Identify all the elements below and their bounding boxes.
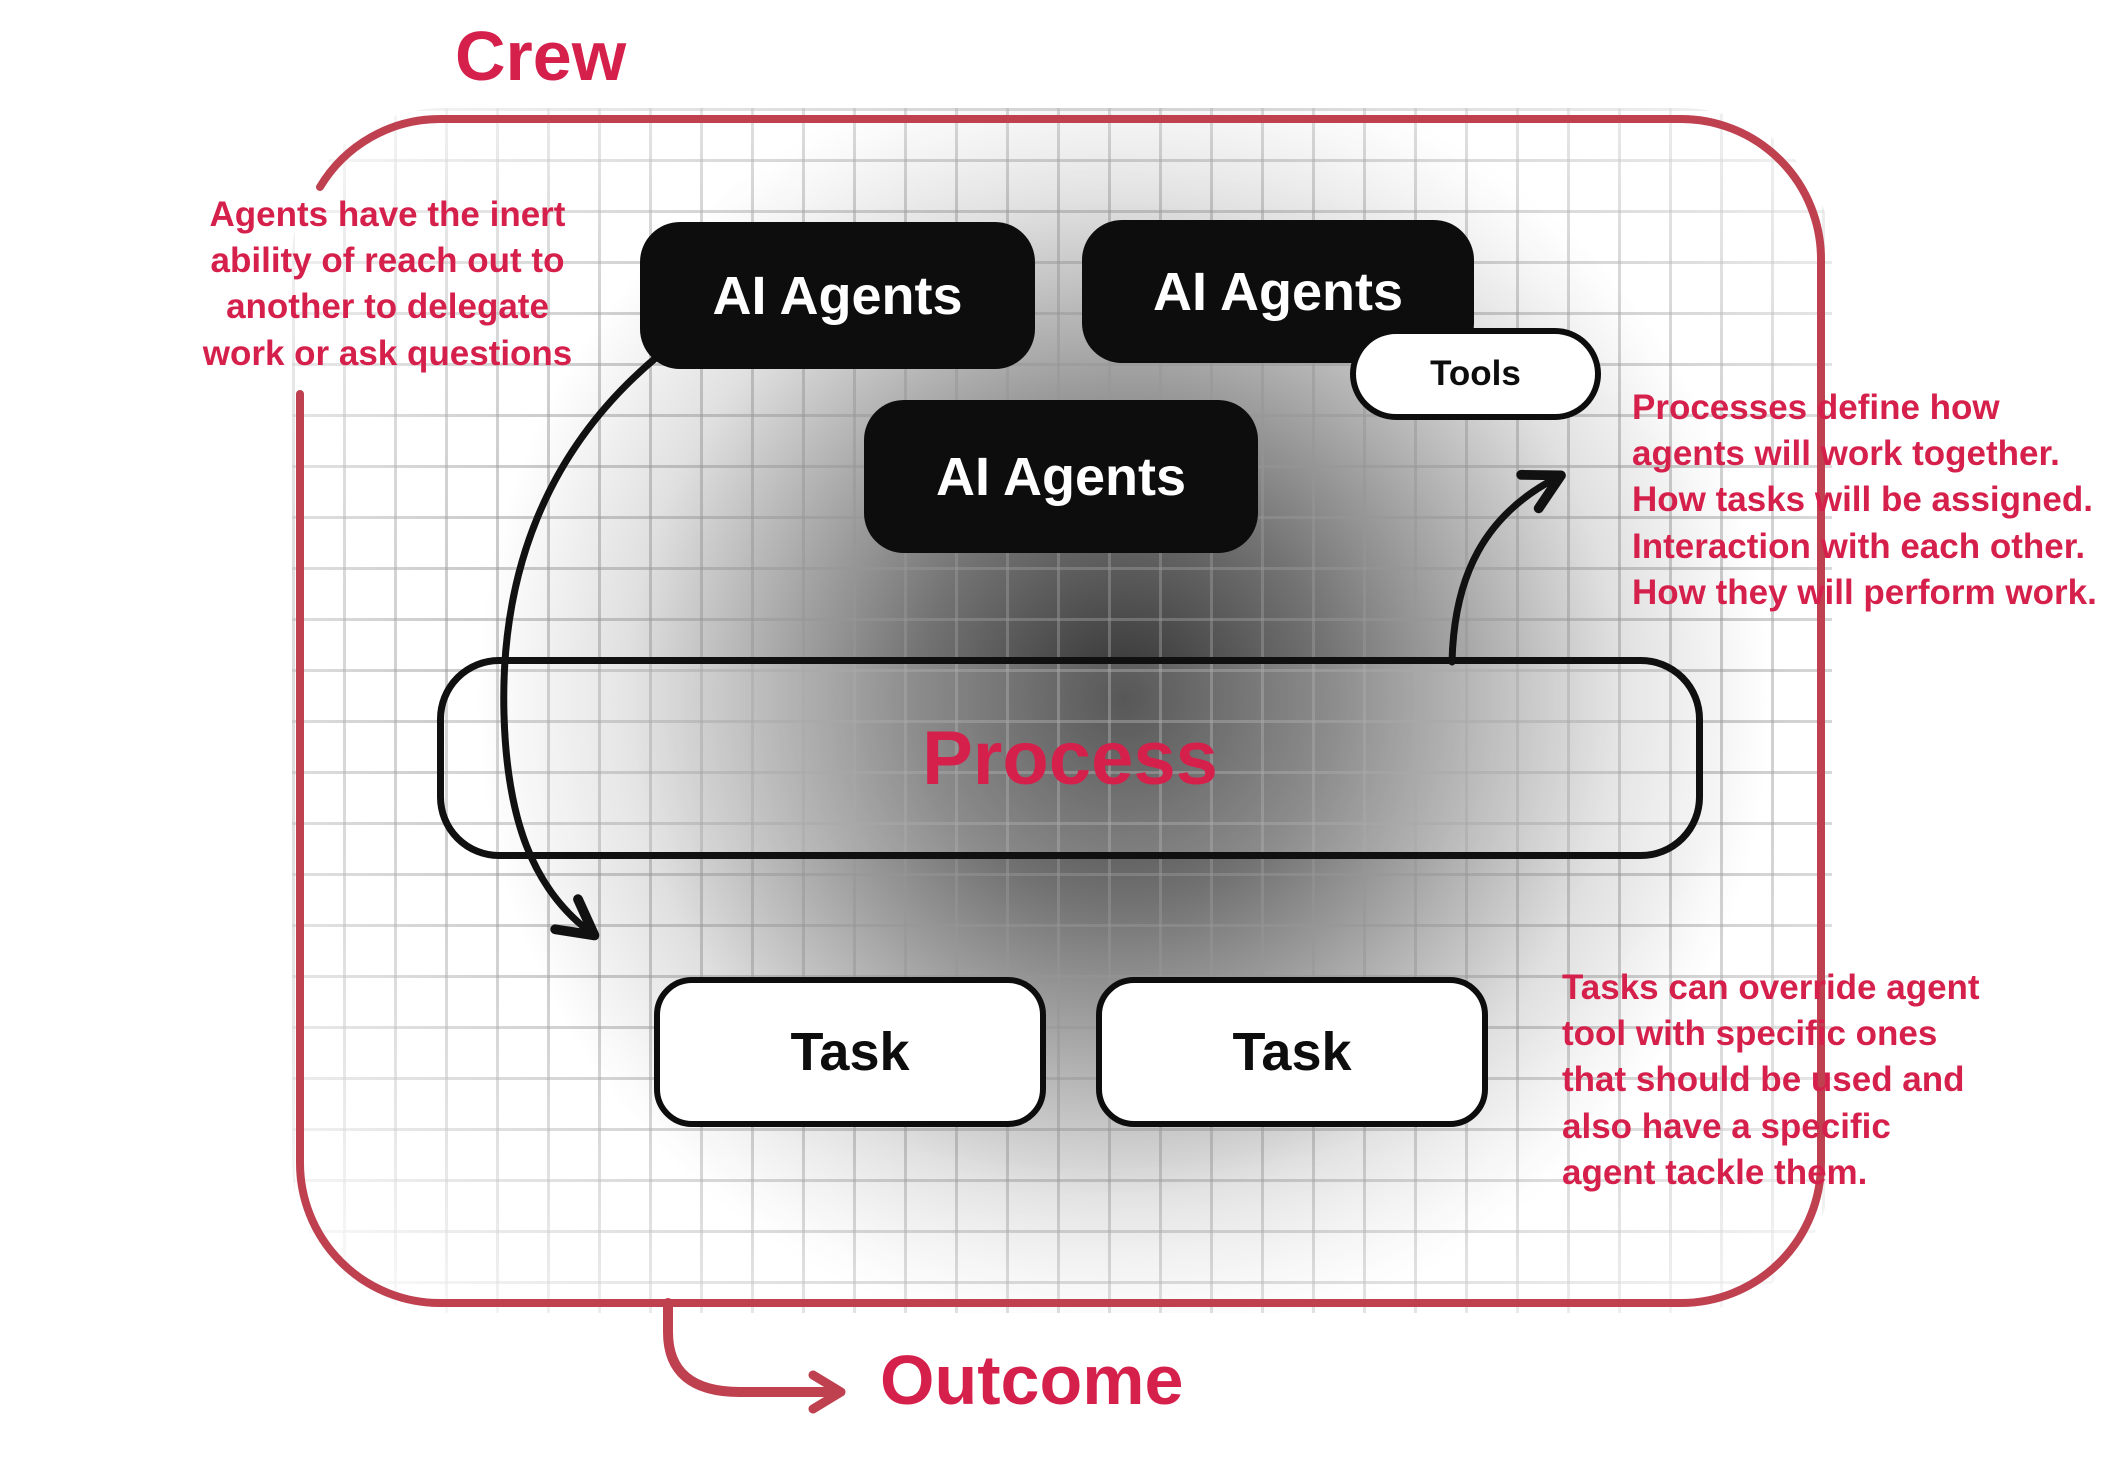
process-label: Process xyxy=(922,715,1218,801)
task-label: Task xyxy=(1232,1022,1352,1082)
ai-agents-box-1: AI Agents xyxy=(640,222,1035,369)
annotation-process-definition: Processes define how agents will work to… xyxy=(1632,388,2097,612)
task-label: Task xyxy=(790,1022,910,1082)
outcome-arrow xyxy=(663,1298,846,1414)
ai-agents-label: AI Agents xyxy=(1152,261,1403,322)
process-box: Process xyxy=(437,657,1703,859)
outcome-label: Outcome xyxy=(880,1341,1184,1419)
crew-title: Crew xyxy=(455,17,627,95)
tools-pill: Tools xyxy=(1350,328,1601,420)
annotation-task-override: Tasks can override agent tool with speci… xyxy=(1562,968,1980,1192)
annotation-agents-delegation: Agents have the inert ability of reach o… xyxy=(202,195,573,373)
task-box-1: Task xyxy=(654,977,1046,1127)
task-box-2: Task xyxy=(1096,977,1488,1127)
tools-label: Tools xyxy=(1430,354,1521,393)
ai-agents-label: AI Agents xyxy=(712,265,963,326)
ai-agents-label: AI Agents xyxy=(935,446,1186,507)
ai-agents-box-3: AI Agents xyxy=(864,400,1258,553)
